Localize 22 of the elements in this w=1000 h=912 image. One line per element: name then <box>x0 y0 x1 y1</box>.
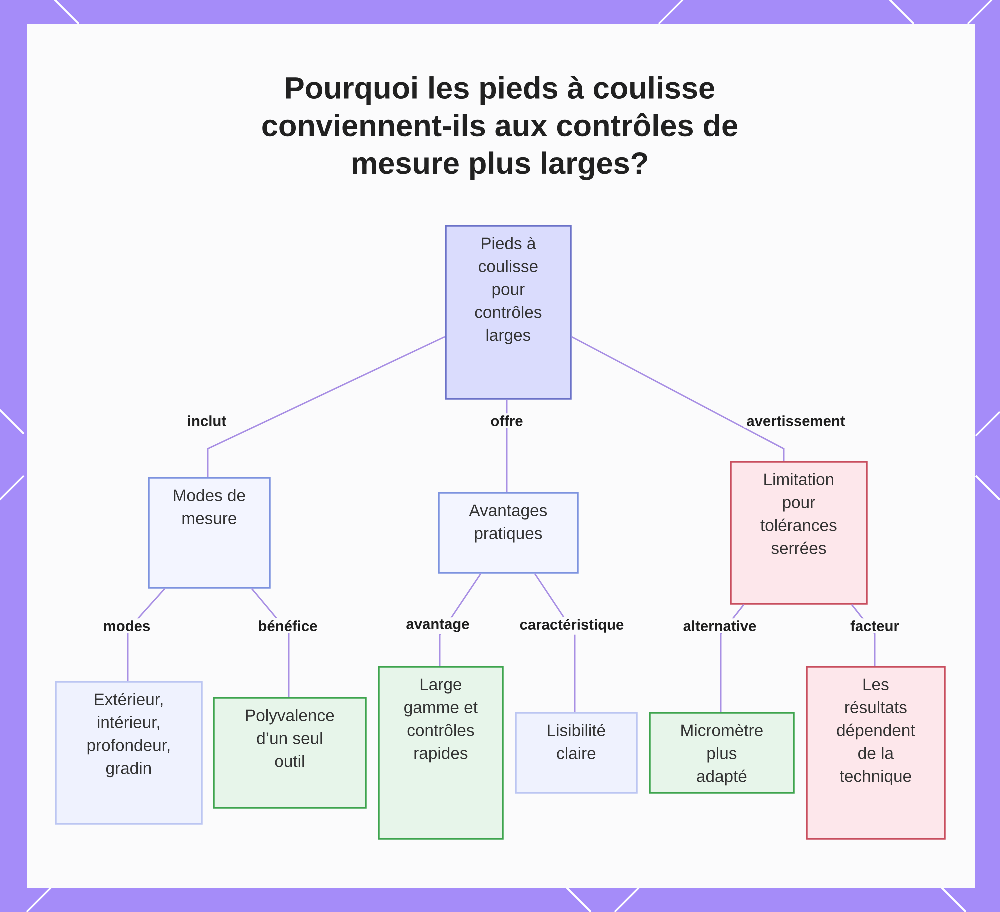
process-box: Pieds à coulisse pour contrôles larges <box>445 225 572 400</box>
connector-line <box>572 336 785 461</box>
process-box: Les résultats dépendent de la technique <box>806 666 946 840</box>
process-box: Limitation pour tolérances serrées <box>730 461 868 605</box>
edge-label: offre <box>488 414 526 428</box>
process-box: Large gamme et contrôles rapides <box>378 666 504 840</box>
edge-label: avertissement <box>744 414 848 428</box>
edge-label: avantage <box>404 618 472 634</box>
process-box: Lisibilité claire <box>515 712 638 794</box>
process-box: Polyvalence d’un seul outil <box>213 697 367 809</box>
process-box: Avantages pratiques <box>438 492 579 574</box>
title: Pourquoi les pieds à coulisse conviennent-ils aux contrôles de mesure plus larges? <box>262 76 738 180</box>
edge-label: caractéristique <box>518 617 626 635</box>
edge-label: modes <box>101 618 153 634</box>
connector-line <box>207 336 446 477</box>
edge-label: facteur <box>848 618 902 634</box>
edge-label: bénéfice <box>256 618 320 634</box>
process-box: Micromètre plus adapté <box>649 712 795 794</box>
process-box: Modes de mesure <box>148 477 271 589</box>
process-box: Extérieur, intérieur, profondeur, gradin <box>55 681 203 825</box>
edge-label: inclut <box>185 414 229 428</box>
edge-label: alternative <box>681 618 759 634</box>
